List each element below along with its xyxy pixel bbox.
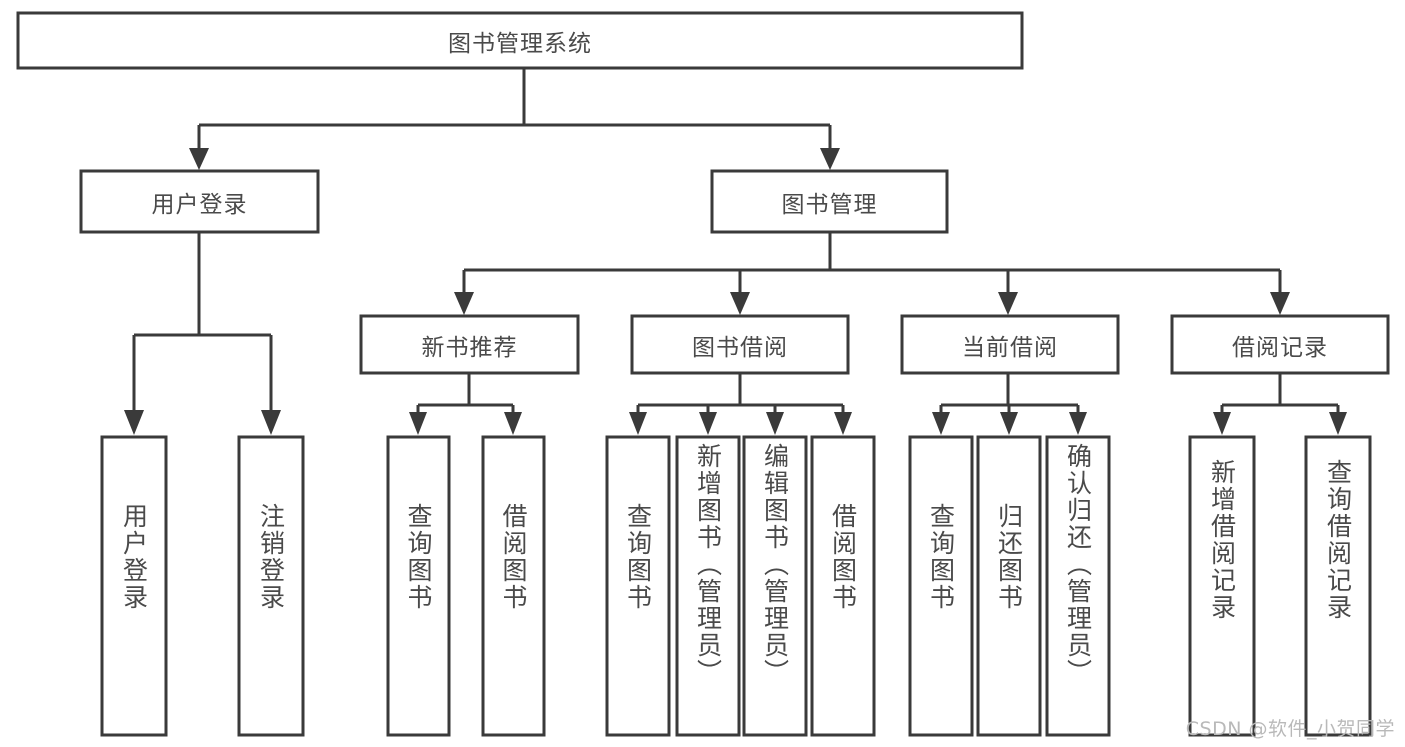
arrow-head-leaf-query-book-2 [629,412,647,435]
arrow-head-leaf-borrow-book-2 [834,412,852,435]
node-box-leaf-return-book[interactable] [976,435,1042,737]
arrow-head-leaf-add-book [699,412,717,435]
arrow-head-book-manage [820,148,840,170]
node-box-current-borrow[interactable] [900,314,1120,375]
node-box-leaf-add-record[interactable] [1188,435,1256,737]
arrow-head-leaf-query-record [1329,412,1347,435]
arrow-head-borrow-record [1270,292,1290,315]
node-box-leaf-query-book-1[interactable] [386,435,451,737]
node-box-user-login[interactable] [79,169,320,234]
node-box-leaf-query-book-3[interactable] [908,435,974,737]
node-box-leaf-query-record[interactable] [1304,435,1372,737]
node-box-leaf-add-book[interactable] [675,435,741,737]
arrow-head-user-login [189,148,209,170]
arrow-head-leaf-edit-book [766,412,784,435]
connector-group-current-borrow [932,373,1087,435]
node-box-leaf-user-login[interactable] [100,435,168,737]
connector-group-book-manage [454,232,1290,315]
connector-group-borrow-record [1213,373,1347,435]
node-box-borrow-record[interactable] [1170,314,1390,375]
connector-group-new-book-recommend [409,373,522,435]
connector-group-user-login [124,232,281,435]
arrow-head-leaf-confirm-return [1069,412,1087,435]
connector-group-root [189,68,840,170]
node-box-leaf-confirm-return[interactable] [1045,435,1111,737]
arrow-head-book-borrow [730,292,750,315]
node-box-leaf-borrow-book-2[interactable] [810,435,876,737]
node-box-leaf-user-logout[interactable] [237,435,305,737]
arrow-head-new-book-recommend [454,292,474,315]
arrow-head-current-borrow [998,292,1018,315]
node-box-leaf-query-book-2[interactable] [605,435,671,737]
node-box-new-book-recommend[interactable] [359,314,580,375]
node-box-leaf-borrow-book-1[interactable] [481,435,546,737]
node-box-root[interactable] [16,11,1024,70]
node-box-book-manage[interactable] [710,169,949,234]
node-box-book-borrow[interactable] [630,314,850,375]
arrow-head-leaf-user-login [124,410,144,435]
arrow-head-leaf-query-book-3 [932,412,950,435]
node-box-leaf-edit-book[interactable] [742,435,808,737]
arrow-head-leaf-borrow-book-1 [504,412,522,435]
arrow-head-leaf-user-logout [261,410,281,435]
connector-group-book-borrow [629,373,852,435]
arrow-head-leaf-query-book-1 [409,412,427,435]
arrow-head-leaf-return-book [1000,412,1018,435]
watermark-text: CSDN @软件_小贺同学 [1185,718,1395,740]
arrow-head-leaf-add-record [1213,412,1231,435]
